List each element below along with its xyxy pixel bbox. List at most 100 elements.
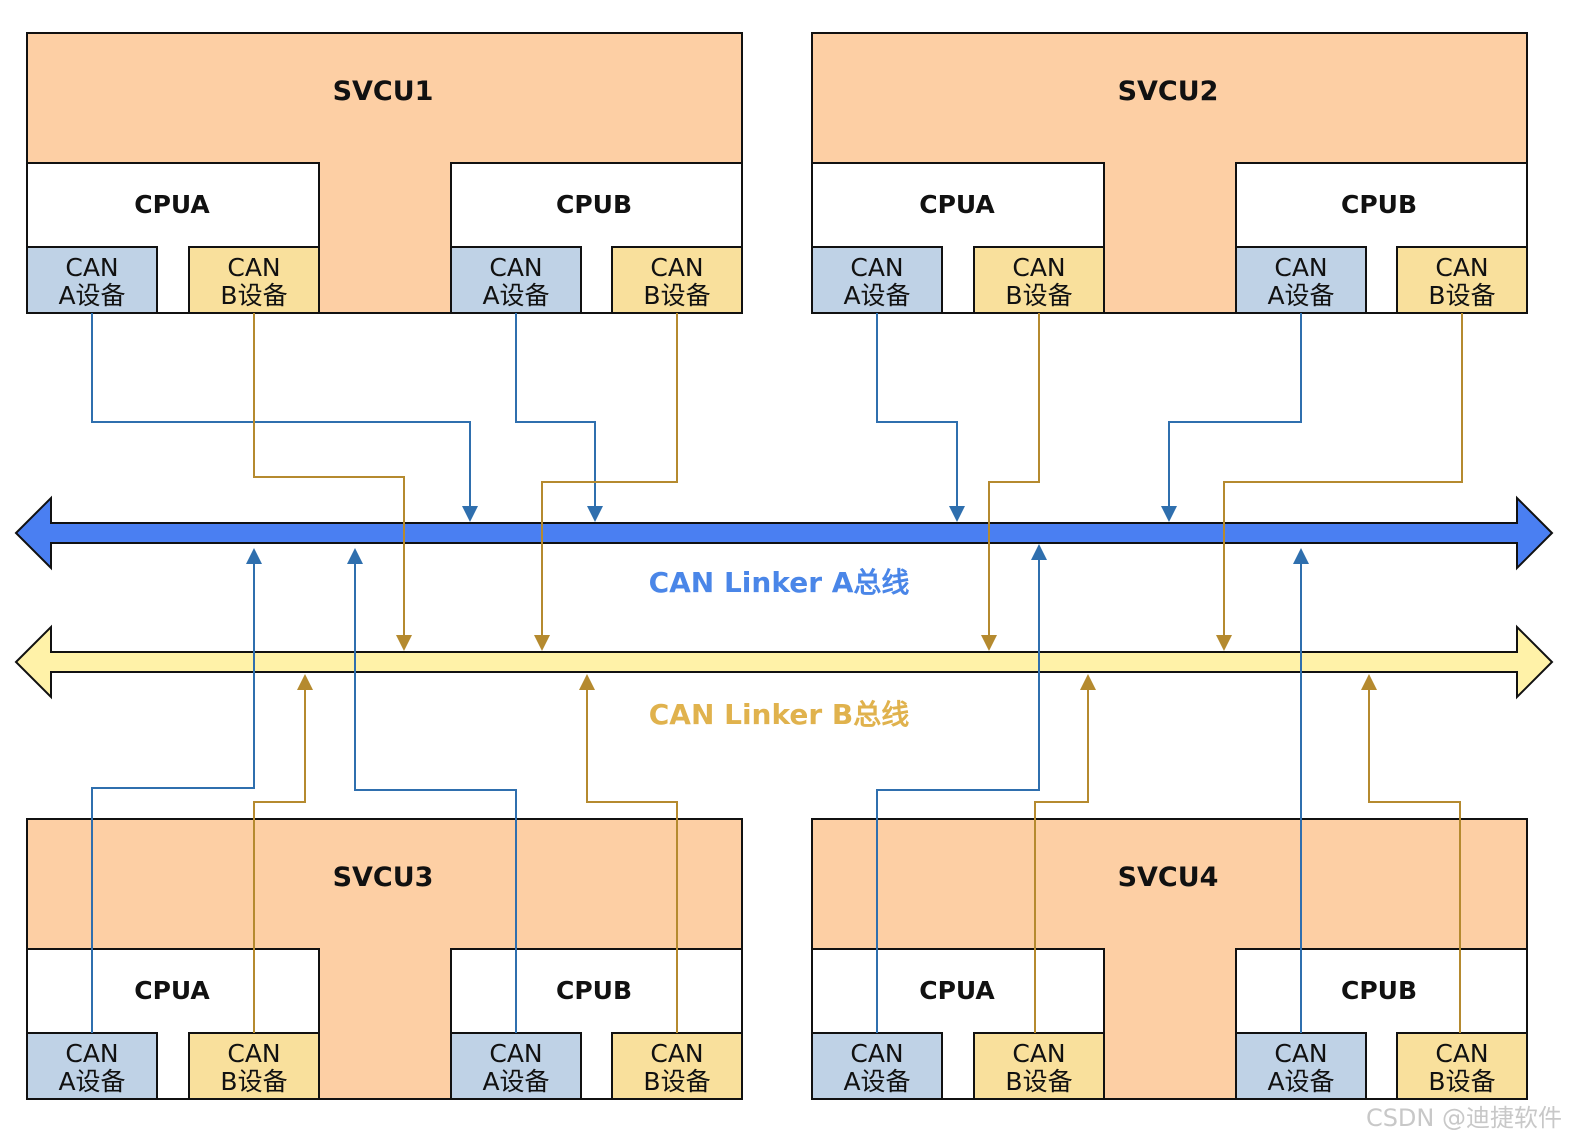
svcu3-cpub-can-b-l2: B设备 [643, 1067, 710, 1096]
svcu1-cpub-can-b-link [541, 313, 678, 638]
arrow-up-icon [246, 548, 262, 564]
svcu4-cpua-can-b-l1: CAN [1012, 1039, 1065, 1068]
svcu4-cpua-can-a-link [876, 556, 1040, 1033]
svcu4-cpua-can-a-l1: CAN [850, 1039, 903, 1068]
svcu2-cpua-can-b-link [988, 313, 1040, 638]
can-linker-a-label: CAN Linker A总线 [649, 566, 910, 599]
top-connections [91, 313, 1463, 651]
svcu2-cpua-can-b [973, 246, 1105, 314]
svcu4-cpub-can-b [1396, 1032, 1528, 1100]
svcu3-cpub-can-a [450, 1032, 582, 1100]
svcu1-cpub-label: CPUB [556, 190, 632, 219]
svcu2-cpua-label: CPUA [919, 190, 995, 219]
can-linker-b-bus [14, 624, 1554, 700]
svcu4-cpub-can-b-link [1368, 686, 1461, 1033]
svcu3-cpua-can-b-l2: B设备 [220, 1067, 287, 1096]
svcu3-cpua-can-a-l2: A设备 [58, 1067, 125, 1096]
svcu2-title: SVCU2 [1118, 76, 1219, 107]
svcu1-unit [26, 32, 743, 314]
svcu4-cpub-can-b-l1: CAN [1435, 1039, 1488, 1068]
arrow-down-icon [1161, 506, 1177, 522]
svcu2-cpua-can-a-link [876, 313, 958, 510]
arrow-up-icon [1080, 674, 1096, 690]
svcu2-cpub-can-b [1396, 246, 1528, 314]
svcu3-cpua-can-b-l1: CAN [227, 1039, 280, 1068]
arrow-down-icon [534, 635, 550, 651]
arrow-down-icon [587, 506, 603, 522]
svcu1-cpub-can-a-l2: A设备 [482, 281, 549, 310]
svcu3-cpub-can-b-link [586, 686, 678, 1033]
svcu2-cpua-can-a [811, 246, 943, 314]
svcu1-cpub-can-b-l1: CAN [650, 253, 703, 282]
svcu3-cpua-can-b-link [253, 686, 306, 1033]
svcu3-cpub-label: CPUB [556, 976, 632, 1005]
svcu1-cpua-can-a-l2: A设备 [58, 281, 125, 310]
svcu3-cpua-can-b [188, 1032, 320, 1100]
csdn-watermark: CSDN @迪捷软件 [1366, 1104, 1562, 1132]
svcu3-cpub-can-a-l2: A设备 [482, 1067, 549, 1096]
svcu3-cpua-label: CPUA [134, 976, 210, 1005]
svcu3-cpub-can-b [611, 1032, 743, 1100]
svcu4-cpua-can-a [811, 1032, 943, 1100]
svcu1-cpub-can-a-link [515, 313, 596, 510]
svcu4-cpua-can-b-l2: B设备 [1005, 1067, 1072, 1096]
svcu2-cpub-can-b-l1: CAN [1435, 253, 1488, 282]
svcu2-cpub-can-a-link [1168, 313, 1302, 510]
svcu3-cpua-can-a-link [91, 560, 255, 1033]
svcu1-cpua-can-a [26, 246, 158, 314]
arrow-up-icon [579, 674, 595, 690]
arrow-down-icon [981, 635, 997, 651]
svcu4-unit [811, 818, 1528, 1100]
svcu4-cpub-can-a-l2: A设备 [1267, 1067, 1334, 1096]
svcu2-cpub-can-b-link [1223, 313, 1463, 638]
arrow-up-icon [1031, 544, 1047, 560]
svcu2-cpub-can-a-l1: CAN [1274, 253, 1327, 282]
svcu3-cpua-can-a [26, 1032, 158, 1100]
svcu1-title: SVCU1 [333, 76, 434, 107]
svcu3-cpub-can-a-l1: CAN [489, 1039, 542, 1068]
svcu2-cpua-can-a-l1: CAN [850, 253, 903, 282]
arrow-down-icon [949, 506, 965, 522]
arrow-up-icon [1293, 548, 1309, 564]
svcu1-cpub-can-b-l2: B设备 [643, 281, 710, 310]
svcu2-cpub-can-b-l2: B设备 [1428, 281, 1495, 310]
svcu1-cpua-can-b-l2: B设备 [220, 281, 287, 310]
can-linker-a-bus [14, 495, 1554, 571]
svcu2-cpub-label: CPUB [1341, 190, 1417, 219]
svcu1-cpua-can-a-link [91, 313, 471, 510]
svcu3-unit [26, 818, 743, 1100]
svcu4-cpub-can-a [1235, 1032, 1367, 1100]
svcu3-cpub-can-b-l1: CAN [650, 1039, 703, 1068]
svcu4-cpub-can-b-l2: B设备 [1428, 1067, 1495, 1096]
arrow-down-icon [396, 635, 412, 651]
svcu3-cpub-can-a-link [354, 560, 517, 1033]
svcu1-cpub-can-a-l1: CAN [489, 253, 542, 282]
svcu4-cpua-can-b-link [1034, 686, 1089, 1033]
svcu3-title: SVCU3 [333, 862, 434, 893]
svcu2-cpua-can-b-l1: CAN [1012, 253, 1065, 282]
svcu4-cpub-can-a-l1: CAN [1274, 1039, 1327, 1068]
svcu4-cpua-can-a-l2: A设备 [843, 1067, 910, 1096]
svcu4-title: SVCU4 [1118, 862, 1219, 893]
svcu3-cpua-can-a-l1: CAN [65, 1039, 118, 1068]
svcu4-cpub-label: CPUB [1341, 976, 1417, 1005]
bottom-connections [91, 544, 1461, 1033]
svcu1-cpua-can-b-l1: CAN [227, 253, 280, 282]
arrow-up-icon [297, 674, 313, 690]
arrow-down-icon [1216, 635, 1232, 651]
svcu1-cpua-can-a-l1: CAN [65, 253, 118, 282]
svcu1-cpub-can-a [450, 246, 582, 314]
svcu2-unit [811, 32, 1528, 314]
svcu2-cpua-can-a-l2: A设备 [843, 281, 910, 310]
svcu1-cpua-label: CPUA [134, 190, 210, 219]
svcu1-cpua-can-b-link [253, 313, 405, 638]
can-linker-b-label: CAN Linker B总线 [649, 698, 910, 731]
svcu2-cpub-can-a-l2: A设备 [1267, 281, 1334, 310]
svcu4-cpua-can-b [973, 1032, 1105, 1100]
arrow-down-icon [462, 506, 478, 522]
arrow-up-icon [347, 548, 363, 564]
arrow-up-icon [1361, 674, 1377, 690]
svcu2-cpua-can-b-l2: B设备 [1005, 281, 1072, 310]
svcu4-cpua-label: CPUA [919, 976, 995, 1005]
